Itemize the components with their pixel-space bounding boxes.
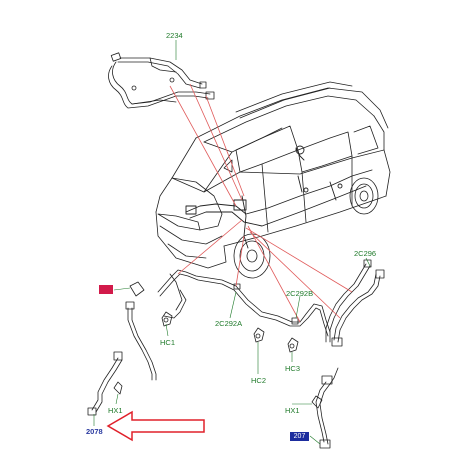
label-hc1: HC1 [160,338,176,347]
leader-lines-green [93,40,371,445]
label-2c296: 2C296 [354,249,377,258]
fitting-hc3 [287,337,299,353]
fitting-hx1-right [311,395,323,409]
label-hx1-right: HX1 [285,406,300,415]
fitting-hc2 [253,327,265,343]
fitting-hc1 [161,311,173,327]
vehicle-outline [155,81,391,279]
brake-pipe-2c292 [157,269,331,337]
label-hc3: HC3 [285,364,301,373]
hose-207 [315,367,339,449]
in-vehicle-lines [185,145,373,249]
label-2c292b: 2C292B [286,289,314,298]
leader-lines-red [169,83,353,323]
fitting-hx1-left [113,381,123,395]
pipe-2078 [87,301,157,416]
hose-2c296 [325,259,385,347]
hose-assembly-2234 [108,52,215,109]
label-2078: 2078 [86,427,103,436]
label-hx1-left: HX1 [108,406,123,415]
label-2c292a: 2C292A [215,319,243,328]
label-2234: 2234 [166,31,183,40]
pointer-arrow-icon [106,410,205,442]
red-highlight-tag-icon [99,285,113,294]
fitting-left-clip [129,281,145,297]
label-hc2: HC2 [251,376,267,385]
tag-207: 207 [290,432,309,441]
